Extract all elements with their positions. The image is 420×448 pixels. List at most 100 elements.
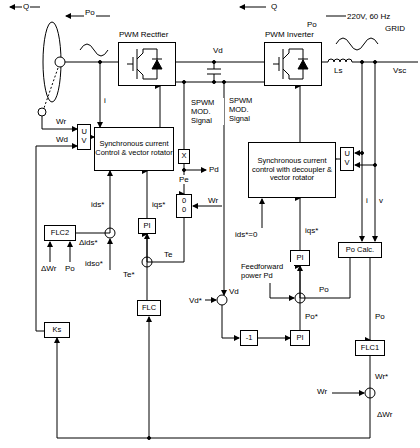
signal-connector	[258, 338, 290, 339]
current-ref: iqs*	[151, 200, 166, 209]
voltage-ref: Vd*	[188, 296, 203, 305]
box-text: PI	[296, 254, 303, 263]
speed-wire	[193, 206, 222, 207]
grid-label: GRID	[384, 24, 406, 33]
current-sense-wire	[362, 62, 363, 241]
box-text: -1	[246, 334, 253, 343]
converter-label: PWM Inverter	[265, 30, 314, 39]
fuzzy-controller-box: FLC1	[355, 340, 385, 356]
sense-wire	[184, 82, 185, 150]
speed-ref: Wr*	[374, 372, 389, 381]
delta-speed-wire	[149, 317, 150, 438]
power-symbol: Po	[84, 8, 96, 17]
gain-box: Ks	[44, 322, 70, 338]
converter-box: PWM Inverter	[264, 42, 322, 86]
speed-symbol: ΔWr	[40, 264, 57, 273]
box-text: Synchronous current Control & vector rot…	[95, 140, 173, 157]
sine-wave	[80, 44, 108, 56]
box-text: PI	[143, 222, 150, 231]
signal-connector	[300, 86, 301, 142]
speed-wire	[42, 116, 77, 129]
note-text: Feedforward power Pd	[240, 262, 294, 280]
signal-connector	[57, 338, 370, 438]
igbt-symbol	[265, 43, 321, 85]
current-symbol: i	[365, 196, 369, 205]
signal-connector	[300, 198, 301, 250]
voltage-symbol: Vsc	[392, 66, 407, 75]
calc-box: Po Calc.	[338, 242, 382, 258]
converter-box: PWM Rectfier	[118, 42, 176, 86]
signal-connector	[76, 171, 110, 233]
current-ref: iqs*	[304, 226, 319, 235]
capacitor	[207, 69, 221, 70]
pi-box: PI	[138, 218, 156, 234]
signal-connector	[147, 171, 148, 218]
transform-box: U V	[77, 124, 91, 150]
box-text: U V	[81, 128, 86, 145]
idso-wire	[110, 239, 111, 270]
speed-symbol: Wr	[55, 117, 67, 126]
summing-junction	[217, 295, 227, 305]
box-text: X	[181, 152, 186, 161]
speed-symbol: Wd	[55, 135, 69, 144]
inductor	[328, 59, 352, 62]
power-symbol: Q	[270, 2, 278, 11]
converter-label: PWM Rectfier	[119, 30, 168, 39]
fuzzy-controller-box: FLC2	[44, 225, 76, 241]
current-ref: idso*	[84, 259, 104, 268]
feedforward-wire	[270, 283, 294, 298]
voltage-sense-wire	[375, 62, 376, 241]
current-ref: ids*	[90, 200, 105, 209]
ids-ref-wire	[262, 199, 263, 228]
box-text: Synchronous current control with decoupl…	[249, 157, 335, 183]
signal-connector	[370, 258, 371, 340]
pi-box: PI	[290, 330, 310, 346]
dc-bus	[176, 62, 264, 63]
signal-name: SPWM MOD. Signal	[228, 96, 262, 123]
turbine-hub	[55, 57, 65, 67]
igbt-symbol	[119, 43, 175, 85]
multiplier-box: X	[178, 149, 190, 164]
voltage-symbol: v	[378, 196, 384, 205]
signal-name: SPWM MOD. Signal	[190, 98, 224, 125]
box-text: Po Calc.	[346, 246, 374, 255]
box-text: Ks	[53, 326, 62, 335]
sine-wave	[336, 38, 378, 50]
box-text: FLC2	[51, 229, 69, 238]
power-symbol: Pd	[208, 165, 220, 174]
torque-symbol: Te	[163, 250, 173, 259]
voltage-symbol: Vd	[212, 46, 224, 55]
box-text: PI	[296, 334, 303, 343]
signal-connector	[36, 146, 77, 331]
power-symbol: Po	[64, 264, 76, 273]
torque-ref: Te*	[122, 270, 136, 279]
dc-bus	[176, 82, 264, 83]
divider-box: 0 0	[176, 194, 192, 218]
power-ref: Po*	[304, 312, 319, 321]
power-symbol: Po	[374, 312, 386, 321]
grid-rating: 220V, 60 Hz	[346, 12, 391, 21]
current-symbol: i	[103, 96, 107, 105]
transform-box: U V	[340, 147, 354, 171]
controller-box: Synchronous current Control & vector rot…	[94, 127, 174, 171]
fuzzy-controller-box: FLC	[137, 300, 161, 316]
ac-wire	[65, 62, 118, 63]
speed-sensor-link	[44, 68, 58, 108]
speed-symbol: Wr	[316, 387, 328, 396]
speed-sensor	[38, 108, 46, 116]
current-ref: Δids*	[78, 238, 99, 247]
connector-label: Pe	[178, 175, 190, 184]
box-text: 0 0	[181, 197, 186, 214]
box-text: U V	[344, 150, 349, 167]
gain-box: -1	[240, 330, 258, 346]
power-symbol: Po	[318, 285, 330, 294]
current-ref: ids*=0	[234, 230, 258, 239]
power-symbol: Po	[306, 20, 318, 29]
box-text: FLC1	[361, 344, 379, 353]
signal-connector	[160, 86, 161, 127]
flow-arrow	[240, 7, 266, 8]
pd-wire	[184, 170, 206, 171]
box-text: FLC	[142, 304, 156, 313]
